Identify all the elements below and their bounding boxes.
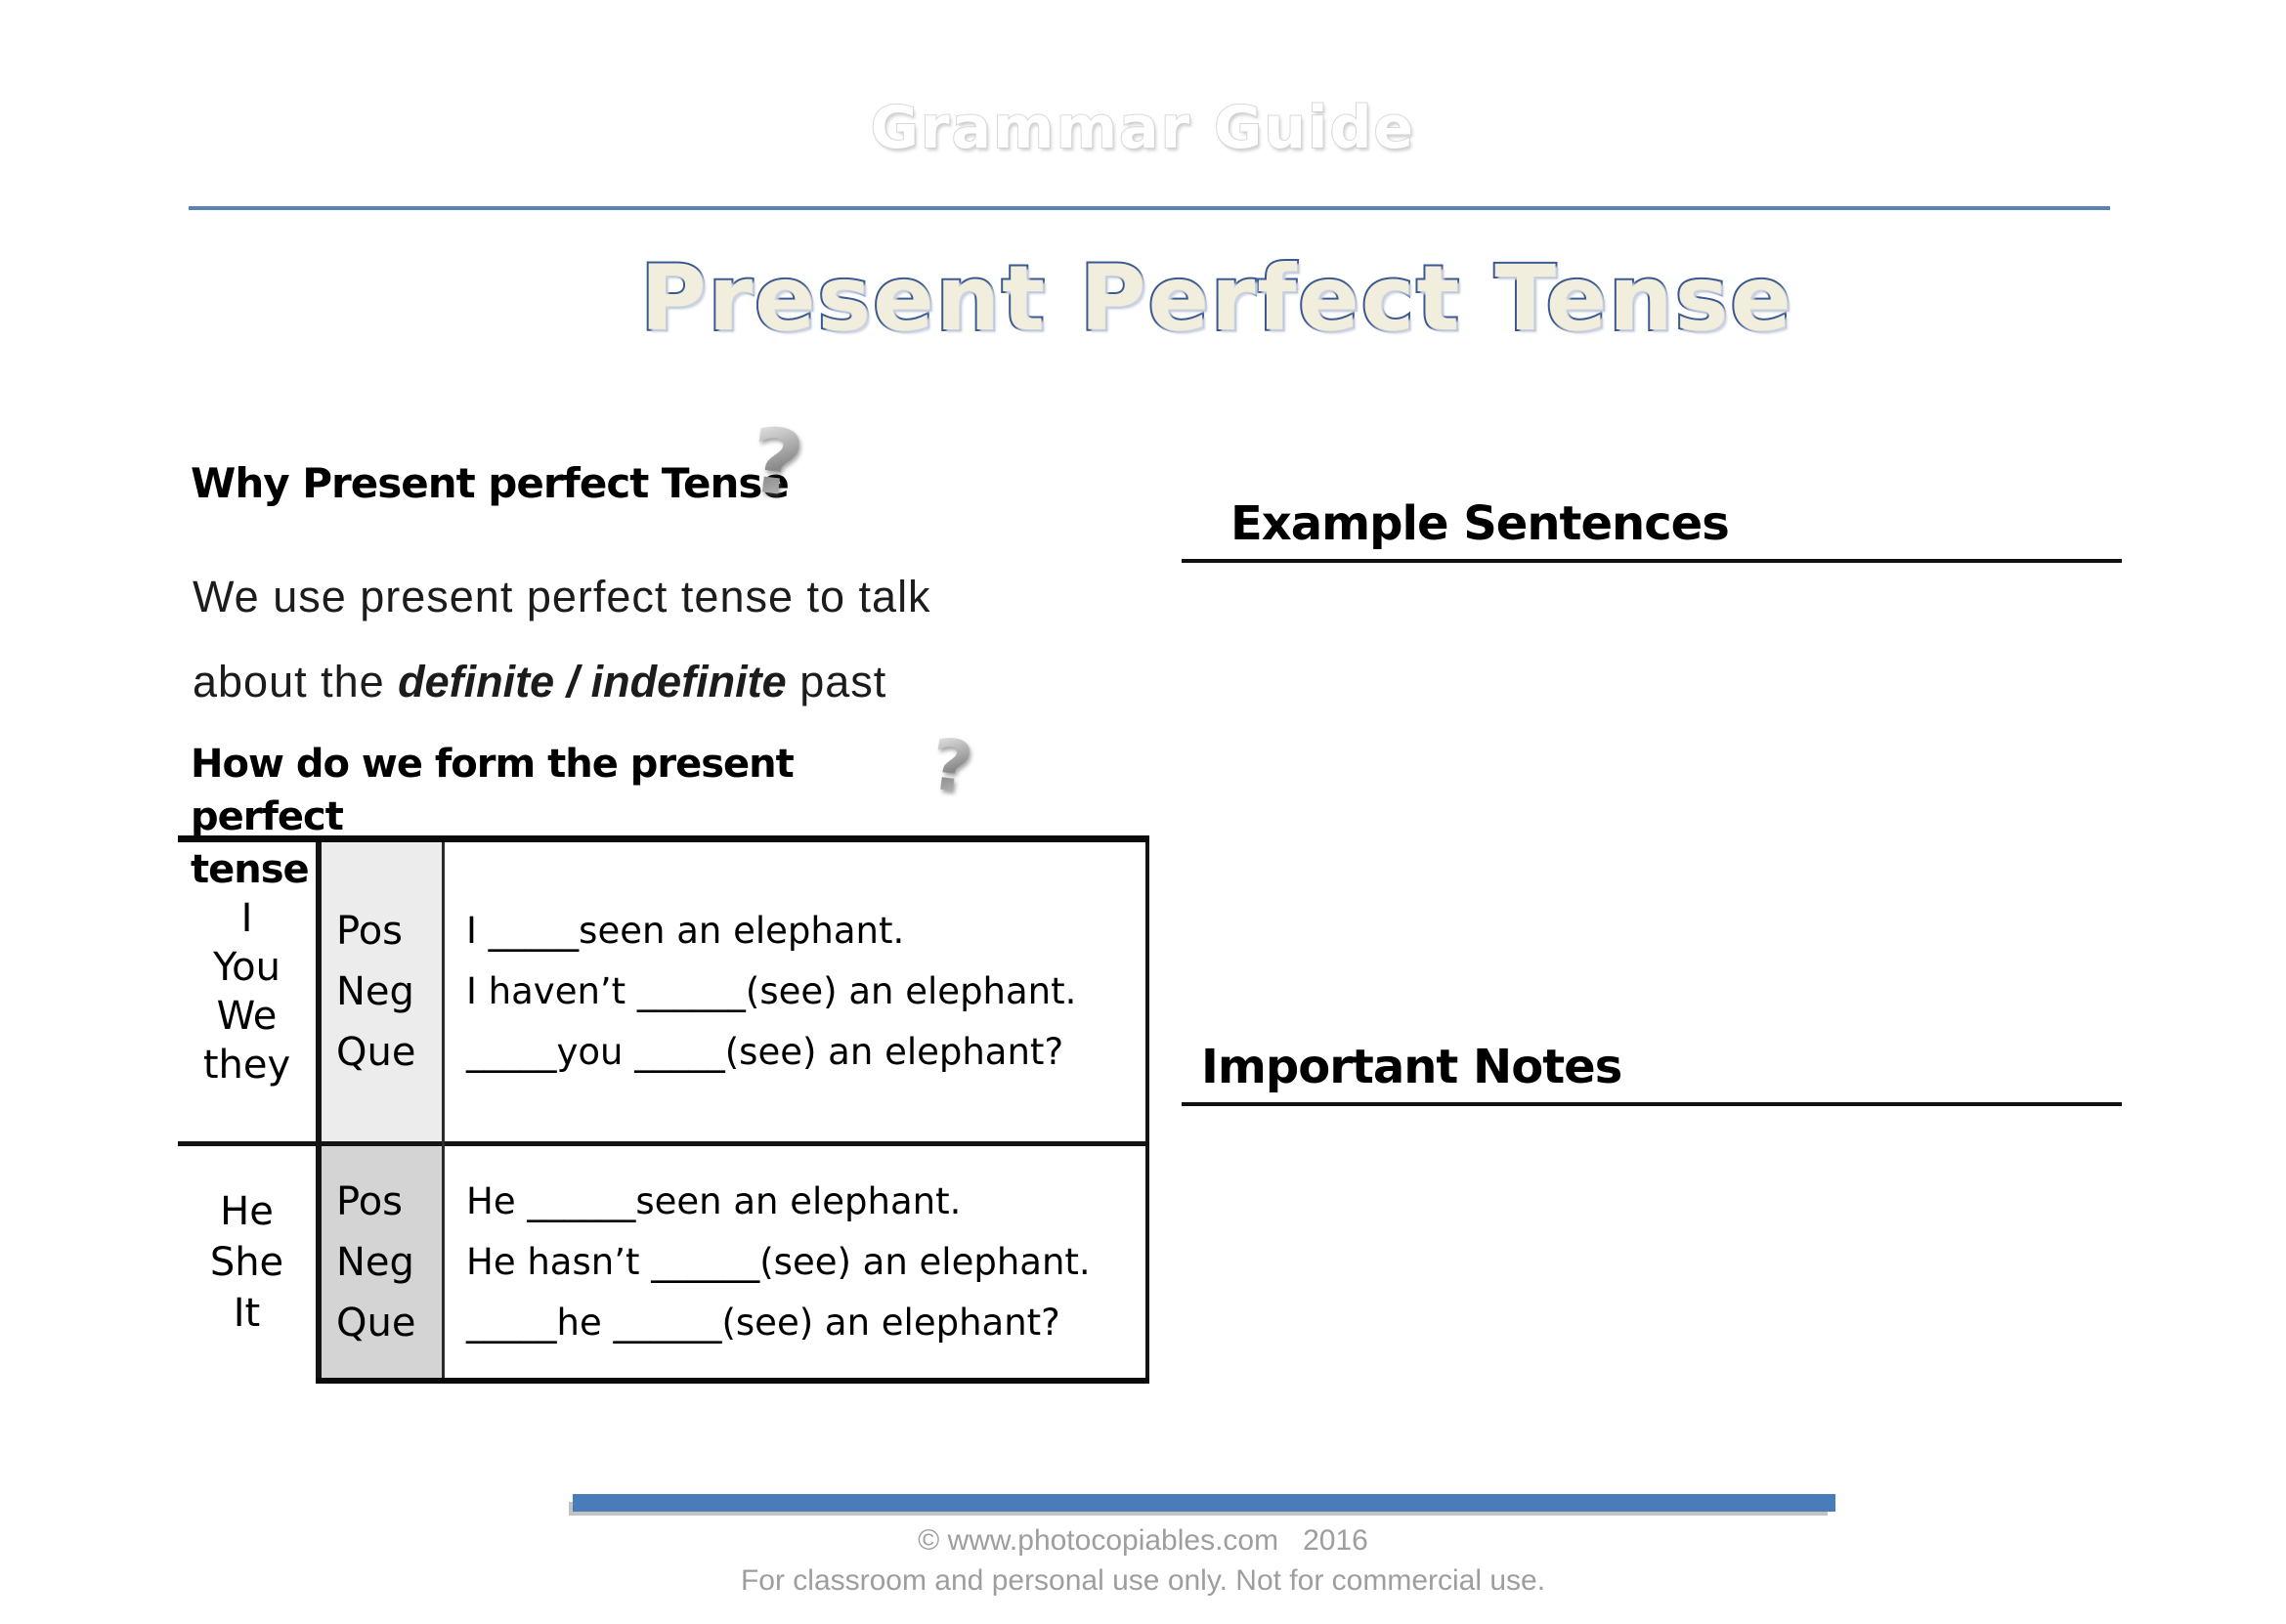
subject-label: We [216,994,278,1039]
form-label: Neg [336,1239,414,1285]
example-sentence: I _____seen an elephant. [466,910,905,952]
form-label: Pos [336,909,404,954]
table-top-border [178,835,1149,842]
example-sentence: _____you _____(see) an elephant? [466,1031,1064,1073]
usage-text-prefix: about the [193,657,399,706]
example-sentences-heading: Example Sentences [1230,496,1730,551]
license-line: For classroom and personal use only. Not… [740,1564,1546,1597]
forms-column-background-row1 [322,842,442,1141]
example-sentence: He ______seen an elephant. [466,1179,962,1222]
header-rule [189,206,2110,210]
subject-label: I [240,896,253,941]
subject-label: You [213,945,280,990]
how-heading-line2: tense [191,847,310,892]
example-sentence: I haven’t ______(see) an elephant. [466,970,1077,1012]
usage-text-line2: about the definite / indefinite past [193,657,886,707]
how-heading: How do we form the present perfect tense [191,738,914,896]
form-label: Neg [336,969,414,1014]
subject-label: He [220,1188,274,1234]
subject-label: It [233,1290,261,1336]
table-bottom-border [316,1378,1149,1384]
important-notes-heading: Important Notes [1201,1040,1622,1094]
page-title: Present Perfect Tense [638,244,1793,353]
subjects-cell-row2: He She It [178,1146,316,1378]
question-mark-icon: ? [927,722,977,810]
table-column-divider-1 [316,842,322,1378]
important-notes-underline [1182,1102,2122,1106]
usage-text-line1: We use present perfect tense to talk [193,572,931,621]
forms-column-background-row2 [322,1146,442,1378]
example-sentence: _____he ______(see) an elephant? [466,1301,1060,1344]
example-sentence: He hasn’t ______(see) an elephant. [466,1240,1091,1283]
subject-label: they [202,1043,291,1088]
why-heading: Why Present perfect Tense [191,459,790,507]
usage-text-emphasis: definite / indefinite [398,657,787,706]
forms-cell-row1: Pos Neg Que [322,842,442,1141]
table-column-divider-2 [442,842,445,1378]
form-label: Que [336,1030,416,1075]
how-heading-line1: How do we form the present perfect [191,742,795,839]
usage-text-suffix: past [786,657,887,706]
conjugation-table: I You We they Pos Neg Que I _____seen an… [178,835,1149,1384]
subject-label: She [209,1239,284,1285]
sentences-cell-row1: I _____seen an elephant. I haven’t _____… [445,842,1145,1141]
forms-cell-row2: Pos Neg Que [322,1146,442,1378]
copyright-line: © www.photocopiables.com 2016 [918,1524,1368,1557]
subjects-cell-row1: I You We they [178,842,316,1141]
table-row-divider [178,1141,1149,1146]
form-label: Pos [336,1178,404,1224]
table-right-border [1145,842,1149,1378]
footer-accent-bar [573,1494,1835,1512]
sentences-cell-row2: He ______seen an elephant. He hasn’t ___… [445,1146,1145,1378]
example-sentences-underline [1182,559,2122,563]
form-label: Que [336,1300,416,1346]
question-mark-icon: ? [744,407,809,518]
grammar-guide-watermark: Grammar Guide [870,93,1416,163]
